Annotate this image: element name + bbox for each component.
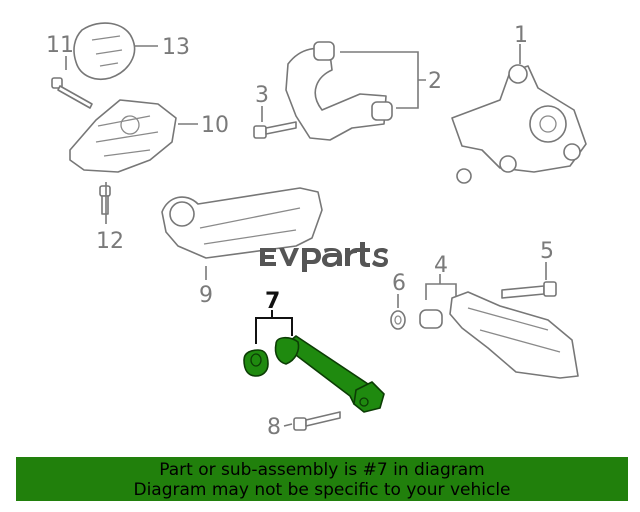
part-4-bushings: [419, 291, 579, 379]
callout-5: 5: [540, 239, 554, 264]
part-8-bolt: [293, 411, 341, 431]
part-7-link-arm[interactable]: [243, 335, 385, 413]
part-1-knuckle: [451, 64, 587, 184]
callout-9: 9: [199, 283, 213, 308]
info-banner: Part or sub-assembly is #7 in diagram Di…: [16, 457, 628, 501]
callout-13: 13: [162, 35, 190, 60]
callout-4: 4: [434, 253, 448, 278]
evparts-logo: [260, 242, 388, 272]
callout-8: 8: [267, 415, 281, 440]
banner-line-2: Diagram may not be specific to your vehi…: [133, 480, 511, 500]
part-3-bolt: [253, 121, 297, 139]
part-2-upper-control-arm: [285, 41, 393, 141]
callout-3: 3: [255, 83, 269, 108]
callout-2: 2: [428, 69, 442, 94]
part-5-bolt: [501, 281, 557, 299]
part-11-bolt: [51, 77, 93, 109]
part-6-washer: [390, 310, 406, 330]
part-12-bolt: [99, 185, 111, 215]
callout-6: 6: [392, 271, 406, 296]
callout-1: 1: [514, 23, 528, 48]
part-13-mount-cover: [73, 22, 136, 80]
banner-line-1: Part or sub-assembly is #7 in diagram: [159, 460, 485, 480]
callout-10: 10: [201, 113, 229, 138]
callout-11: 11: [46, 33, 74, 58]
callout-7: 7: [265, 289, 280, 314]
parts-diagram: 1 2 3 4 5 6 7 8 9 10 11 12 13: [46, 22, 587, 440]
callout-12: 12: [96, 229, 124, 254]
part-9-lower-arm: [161, 187, 323, 259]
part-10-engine-mount: [69, 99, 177, 173]
